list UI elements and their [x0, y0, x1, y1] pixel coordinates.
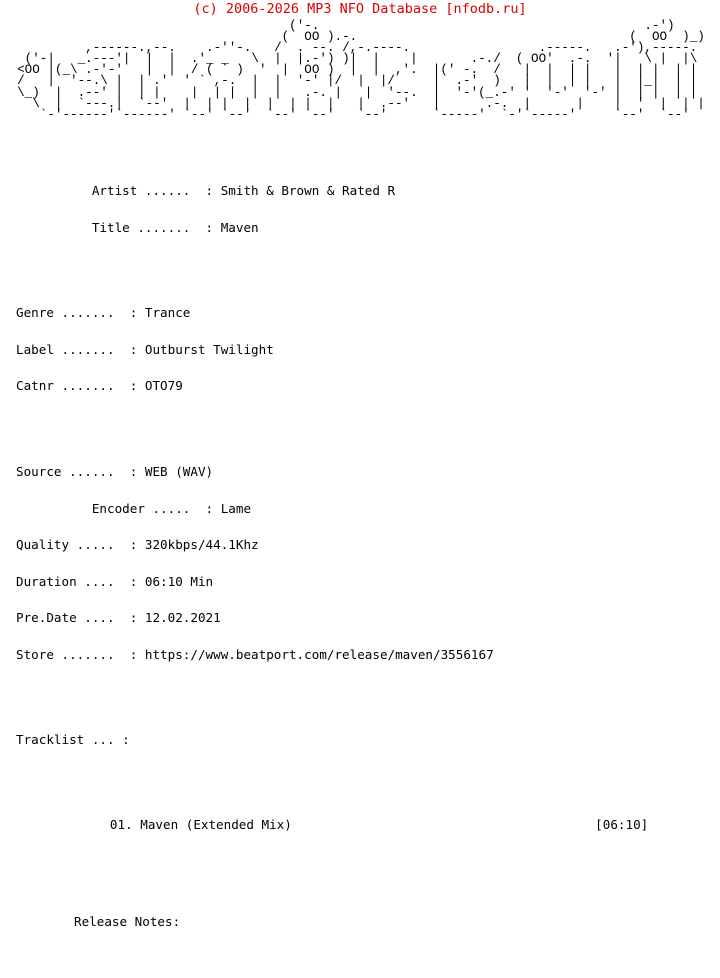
notes-spacer	[0, 856, 720, 892]
nfo-page: (c) 2006-2026 MP3 NFO Database [nfodb.ru…	[0, 1, 720, 928]
tracklist-heading: Tracklist ... :	[16, 731, 130, 747]
tracklist-spacer	[0, 686, 720, 710]
info-block-release: Genre ....... : Trance Label ....... : O…	[0, 283, 720, 417]
copyright-header: (c) 2006-2026 MP3 NFO Database [nfodb.ru…	[193, 1, 527, 17]
info-line-quality: Quality ..... : 320kbps/44.1Khz	[16, 537, 259, 553]
info-line-title: Title ....... : Maven	[16, 219, 259, 235]
info-line-genre: Genre ....... : Trance	[16, 305, 191, 321]
banner-spacer	[0, 121, 720, 161]
info-line-source: Source ...... : WEB (WAV)	[16, 463, 214, 479]
info-block-technical: Source ...... : WEB (WAV) Encoder ..... …	[0, 441, 720, 685]
info-line-artist: Artist ...... : Smith & Brown & Rated R	[16, 183, 396, 199]
release-notes-section: Release Notes:	[0, 892, 720, 977]
tracklist-row-01: 01. Maven (Extended Mix) [06:10]	[72, 817, 649, 833]
info-line-store[interactable]: Store ....... : https://www.beatport.com…	[16, 646, 494, 662]
info-line-catnr: Catnr ....... : OTO79	[16, 378, 183, 394]
info-line-predate: Pre.Date .... : 12.02.2021	[16, 610, 221, 626]
info-line-label: Label ....... : Outburst Twilight	[16, 341, 274, 357]
info-spacer-1	[0, 258, 720, 282]
ascii-art-banner: ('-. .-') ( OO ).-. ( OO )_) ,------.,--…	[17, 19, 720, 122]
info-spacer-2	[0, 417, 720, 441]
info-line-duration: Duration .... : 06:10 Min	[16, 573, 214, 589]
info-block-primary: Artist ...... : Smith & Brown & Rated R …	[0, 161, 720, 259]
release-notes-heading-text: Release Notes:	[74, 914, 181, 930]
release-notes-heading: Release Notes:	[16, 914, 720, 930]
tracklist-heading-spacer	[16, 771, 720, 795]
tracklist-section: Tracklist ... : 01. Maven (Extended Mix)…	[0, 710, 720, 856]
info-line-encoder: Encoder ..... : Lame	[16, 500, 252, 516]
